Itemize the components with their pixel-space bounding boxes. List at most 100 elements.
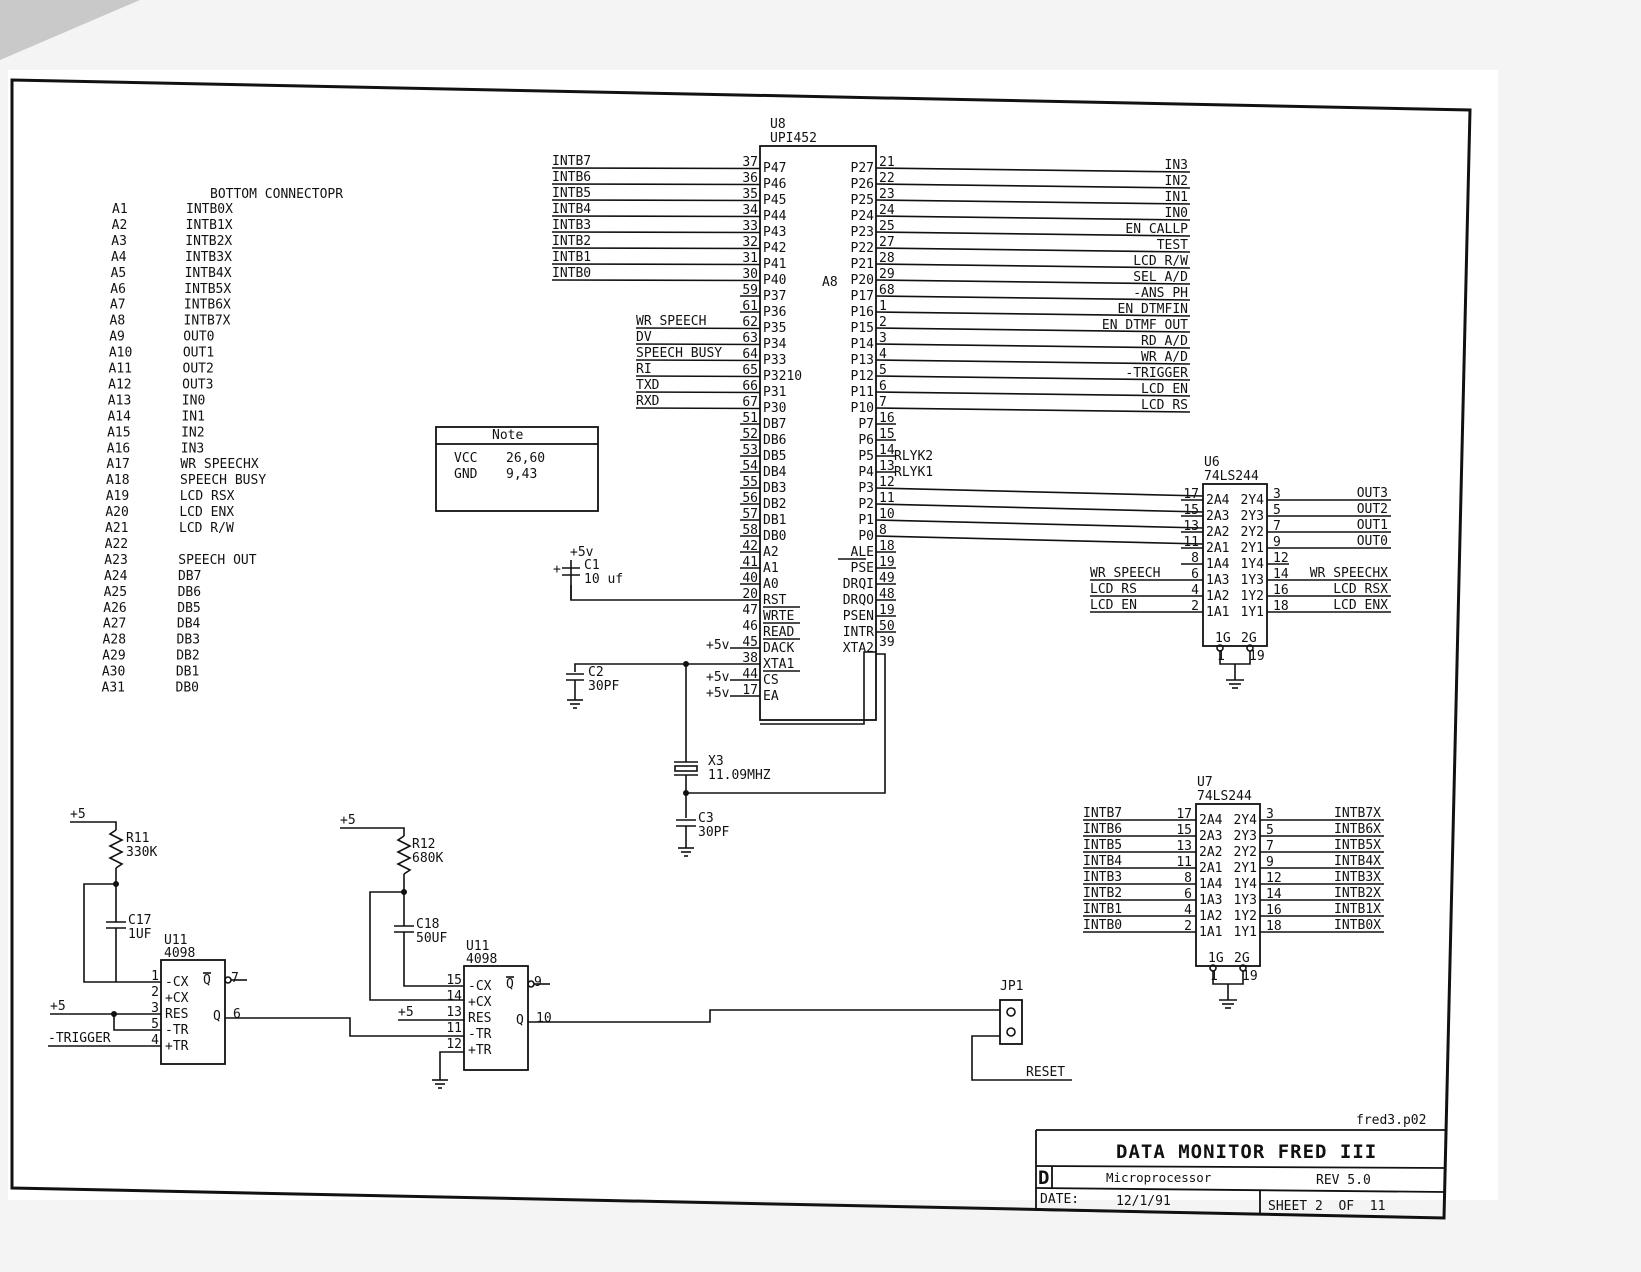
u8-pin-name-p21: P21	[851, 257, 874, 272]
u7-pin-1a4: 1A4	[1199, 877, 1223, 892]
connector-signal-a9: OUT0	[183, 330, 214, 345]
connector-pin-a5: A5	[111, 266, 127, 281]
u8-pin-name-p3210: P3210	[763, 369, 802, 384]
connector-pin-a13: A13	[108, 393, 131, 408]
u6-out-net-out3: OUT3	[1357, 486, 1388, 501]
u6-pin-1y2: 1Y2	[1241, 589, 1264, 604]
u8-pin-name-p4: P4	[858, 465, 874, 480]
u6-pin-1a1: 1A1	[1206, 605, 1229, 620]
r12-supply: +5	[340, 813, 356, 828]
u11a-num-2: 2	[151, 985, 159, 1000]
u8-net-txd: TXD	[636, 378, 660, 393]
jp1-ref: JP1	[1000, 979, 1023, 994]
u8-pin-num-38: 38	[742, 651, 758, 666]
u8-net-intb5: INTB5	[552, 186, 591, 201]
u11a-num-4: 4	[151, 1033, 159, 1048]
u7-pin-2g: 2G	[1234, 951, 1250, 966]
u6-out-net-out1: OUT1	[1357, 518, 1388, 533]
u8-pin-name-p1: P1	[858, 513, 874, 528]
u8-net-wr-speech: WR SPEECH	[636, 314, 706, 329]
title-block: fred3.p02 DATA MONITOR FRED III D Microp…	[1035, 1113, 1447, 1219]
connector-signal-a30: DB1	[176, 665, 199, 680]
u8-pin-num-61: 61	[742, 299, 758, 314]
u8-pin-name-db6: DB6	[763, 433, 786, 448]
u11a-num-1: 1	[151, 969, 159, 984]
u7-in-net-intb2: INTB2	[1083, 886, 1122, 901]
u6-pin-1a3: 1A3	[1206, 573, 1229, 588]
u8-net-in2: IN2	[1165, 174, 1188, 189]
connector-signal-a17: WR SPEECHX	[180, 457, 258, 472]
u6-out-net-lcd-enx: LCD ENX	[1333, 598, 1388, 613]
connector-pin-a9: A9	[109, 330, 125, 345]
u6-num-8: 8	[1191, 551, 1199, 566]
u6-num-4: 4	[1191, 583, 1199, 598]
u8-pin-name-pse: PSE	[851, 561, 874, 576]
u11a-q: Q	[213, 1009, 221, 1024]
u8-pin-num-48-r: 48	[879, 587, 895, 602]
u7-num-16: 16	[1266, 903, 1282, 918]
u7-num-15: 15	[1176, 823, 1192, 838]
u6-in-net-lcd-en: LCD EN	[1090, 598, 1137, 613]
u6-num-1g: 1	[1217, 649, 1225, 664]
u7-num-17: 17	[1176, 807, 1192, 822]
x3-value: 11.09MHZ	[708, 768, 771, 783]
u8-pin-name-dack: DACK	[763, 641, 794, 656]
u8-net-test: TEST	[1157, 238, 1188, 253]
r11-supply: +5	[70, 807, 86, 822]
u7-pin-2a2: 2A2	[1199, 845, 1222, 860]
u8-pin-name-psen: PSEN	[843, 609, 874, 624]
connector-pin-a27: A27	[103, 617, 126, 632]
u11b-pin-cx: -CX	[468, 979, 492, 994]
c17-value: 1UF	[128, 927, 152, 942]
u8-pin-num-49-r: 49	[879, 571, 895, 586]
u8-pin-num-21-r: 21	[879, 155, 895, 170]
r12-value: 680K	[412, 851, 443, 866]
c2-value: 30PF	[588, 679, 619, 694]
u8-net-sel-a-d: SEL A/D	[1133, 270, 1188, 285]
u8-net-5v: +5v	[706, 686, 730, 701]
connector-pin-a31: A31	[102, 681, 125, 696]
connector-pin-a24: A24	[104, 569, 128, 584]
u8-pin-num-51: 51	[742, 411, 758, 426]
u8-pin-num-19-r: 19	[879, 555, 895, 570]
u8-pin-num-19-r: 19	[879, 603, 895, 618]
u8-pin-name-p7: P7	[858, 417, 874, 432]
connector-signal-a8: INTB7X	[184, 314, 231, 329]
u7-pin-1y3: 1Y3	[1234, 893, 1257, 908]
u6-num-2: 2	[1191, 599, 1199, 614]
u8-part: UPI452	[770, 131, 817, 146]
u8-pin-num-34: 34	[742, 203, 758, 218]
u8-pin-num-17: 17	[742, 683, 758, 698]
u6-num-6: 6	[1191, 567, 1199, 582]
connector-signal-a21: LCD R/W	[179, 521, 234, 536]
u11b-num-13: 13	[446, 1005, 462, 1020]
u8-pin-name-p13: P13	[851, 353, 874, 368]
connector-signal-a14: IN1	[181, 409, 204, 424]
u6-num-17: 17	[1183, 487, 1199, 502]
u8-pin-num-67: 67	[742, 395, 758, 410]
u11b-pin-tr: +TR	[468, 1043, 492, 1058]
u8-pin-name-wrte: WRTE	[763, 609, 794, 624]
u6-pin-2a2: 2A2	[1206, 525, 1229, 540]
u8-pin-name-db2: DB2	[763, 497, 786, 512]
u7-num-14: 14	[1266, 887, 1282, 902]
u8-pin-name-ale: ALE	[851, 545, 874, 560]
u11b-ref: U11	[466, 939, 489, 954]
u11b-pin-tr: -TR	[468, 1027, 492, 1042]
u8-pin-name-xta2: XTA2	[843, 641, 874, 656]
u6-pin-1a4: 1A4	[1206, 557, 1230, 572]
connector-signal-a5: INTB4X	[185, 266, 232, 281]
u8-pin-name-a2: A2	[763, 545, 779, 560]
connector-pin-a26: A26	[103, 601, 126, 616]
u8-pin-name-p12: P12	[851, 369, 874, 384]
u8-pin-num-64: 64	[742, 347, 758, 362]
u6-num-9: 9	[1273, 535, 1281, 550]
u8-pin-num-2-r: 2	[879, 315, 887, 330]
u11b-q: Q	[516, 1013, 524, 1028]
u7-pin-2y1: 2Y1	[1234, 861, 1257, 876]
u8-pin-num-54: 54	[742, 459, 758, 474]
u8-pin-name-a1: A1	[763, 561, 779, 576]
